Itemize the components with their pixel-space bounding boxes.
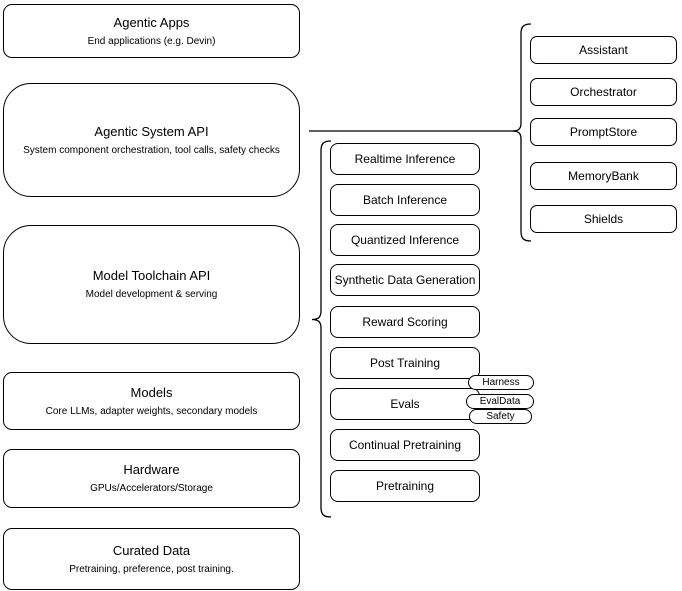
node-promptstore: PromptStore bbox=[530, 118, 677, 146]
node-curated-data: Curated Data Pretraining, preference, po… bbox=[3, 528, 300, 590]
node-continual-pretraining: Continual Pretraining bbox=[330, 429, 480, 461]
node-model-toolchain-api-subtitle: Model development & serving bbox=[85, 289, 218, 300]
node-models-subtitle: Core LLMs, adapter weights, secondary mo… bbox=[45, 405, 258, 417]
toolchain-brace bbox=[311, 140, 332, 518]
node-agentic-apps: Agentic Apps End applications (e.g. Devi… bbox=[3, 4, 300, 58]
node-models: Models Core LLMs, adapter weights, secon… bbox=[3, 372, 300, 430]
node-evals: Evals bbox=[330, 388, 480, 420]
node-pretraining: Pretraining bbox=[330, 470, 480, 502]
node-shields: Shields bbox=[530, 205, 677, 233]
node-synthetic-data-generation: Synthetic Data Generation bbox=[330, 264, 480, 296]
node-post-training: Post Training bbox=[330, 347, 480, 379]
evals-tag-evaldata: EvalData bbox=[466, 394, 534, 409]
node-curated-data-title: Curated Data bbox=[112, 542, 191, 558]
node-orchestrator: Orchestrator bbox=[530, 78, 677, 106]
system-components-brace bbox=[511, 23, 532, 242]
node-models-title: Models bbox=[130, 384, 173, 400]
node-agentic-system-api: Agentic System API System component orch… bbox=[3, 83, 300, 197]
node-quantized-inference: Quantized Inference bbox=[330, 224, 480, 256]
node-hardware-title: Hardware bbox=[123, 462, 180, 477]
node-agentic-system-api-subtitle: System component orchestration, tool cal… bbox=[23, 144, 280, 156]
node-model-toolchain-api-title: Model Toolchain API bbox=[92, 268, 211, 283]
node-hardware: Hardware GPUs/Accelerators/Storage bbox=[3, 449, 300, 508]
node-curated-data-subtitle: Pretraining, preference, post training. bbox=[69, 563, 234, 575]
node-model-toolchain-api: Model Toolchain API Model development & … bbox=[3, 225, 300, 344]
node-agentic-apps-title: Agentic Apps bbox=[113, 14, 190, 30]
node-realtime-inference: Realtime Inference bbox=[330, 143, 480, 175]
node-batch-inference: Batch Inference bbox=[330, 184, 480, 216]
node-agentic-system-api-title: Agentic System API bbox=[94, 123, 209, 139]
node-memorybank: MemoryBank bbox=[530, 162, 677, 190]
evals-tag-harness: Harness bbox=[468, 375, 534, 390]
node-agentic-apps-subtitle: End applications (e.g. Devin) bbox=[87, 35, 216, 47]
node-reward-scoring: Reward Scoring bbox=[330, 306, 480, 338]
evals-tag-safety: Safety bbox=[469, 409, 532, 424]
node-hardware-subtitle: GPUs/Accelerators/Storage bbox=[90, 483, 213, 494]
node-assistant: Assistant bbox=[530, 36, 677, 64]
